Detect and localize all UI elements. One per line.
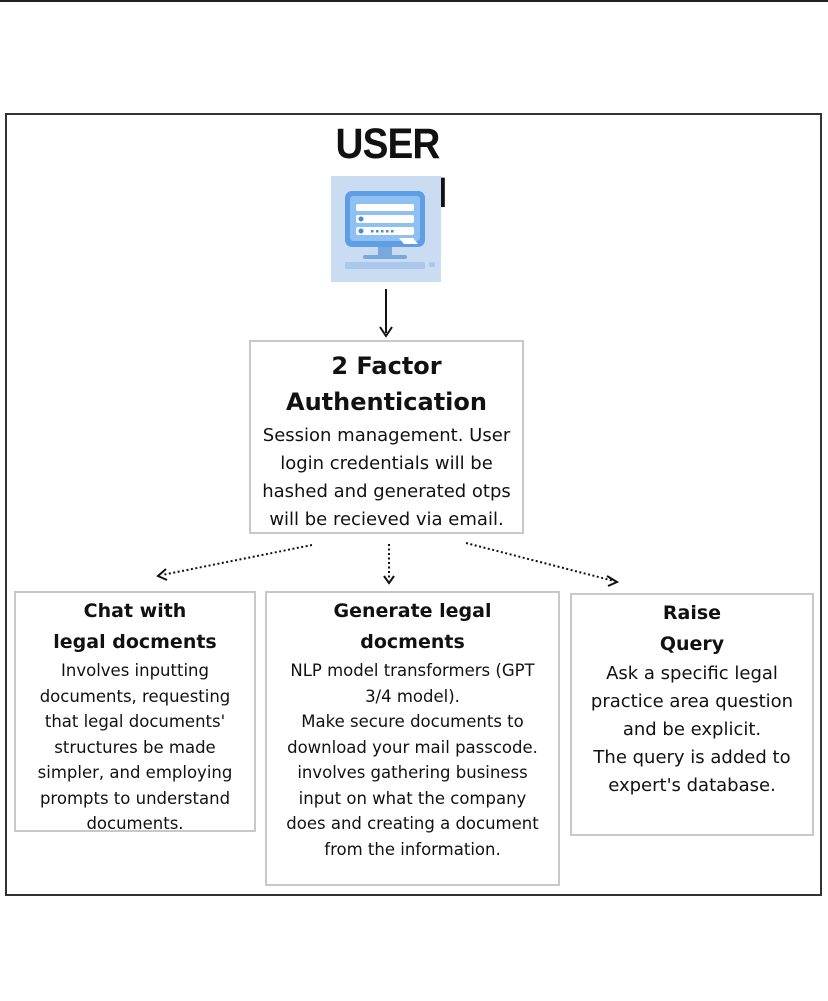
chat-legal-documents-box: Chat with legal docments Involves inputt… — [14, 591, 256, 833]
generate-title: Generate legal docments — [267, 596, 558, 658]
chat-desc-line: documents, requesting — [39, 686, 231, 706]
query-title-line: Raise — [662, 602, 722, 624]
auth-desc-line: login credentials will be — [280, 453, 493, 474]
chat-title-line: Chat with — [83, 600, 187, 622]
raise-query-box: Raise Query Ask a specific legal practic… — [570, 593, 814, 836]
query-description: Ask a specific legal practice area quest… — [572, 660, 812, 800]
chat-desc-line: that legal documents' — [44, 712, 226, 731]
auth-title-line: 2 Factor — [331, 352, 442, 380]
query-desc-line: and be explicit. — [622, 719, 762, 740]
diagram-frame — [5, 113, 822, 896]
chat-description: Involves inputting documents, requesting… — [16, 658, 254, 837]
generate-desc-line: from the information. — [324, 839, 501, 859]
top-rule — [0, 0, 828, 2]
chat-desc-line: documents. — [86, 814, 184, 833]
generate-title-line: Generate legal — [333, 600, 492, 622]
query-desc-line: The query is added to — [593, 747, 791, 768]
generate-title-line: docments — [360, 631, 465, 653]
generate-desc-line: download your mail passcode. — [287, 737, 538, 757]
generate-desc-line: 3/4 model). — [365, 686, 460, 706]
generate-desc-line: involves gathering business — [297, 763, 528, 782]
chat-desc-line: structures be made — [54, 737, 216, 757]
generate-desc-line: Make secure documents to — [301, 712, 524, 731]
auth-desc-line: hashed and generated otps — [262, 481, 511, 502]
generate-desc-line: does and creating a document — [286, 814, 539, 833]
generate-desc-line: input on what the company — [298, 788, 527, 808]
chat-desc-line: prompts to understand — [39, 788, 231, 808]
chat-title: Chat with legal docments — [16, 596, 254, 658]
query-desc-line: expert's database. — [608, 775, 776, 796]
query-desc-line: practice area question — [590, 691, 794, 712]
auth-title: 2 Factor Authentication — [251, 348, 522, 420]
two-factor-auth-box: 2 Factor Authentication Session manageme… — [249, 340, 524, 534]
auth-desc-line: Session management. User — [262, 425, 511, 446]
auth-description: Session management. User login credentia… — [251, 422, 522, 534]
auth-desc-line: will be recieved via email. — [269, 509, 504, 530]
query-title: Raise Query — [572, 598, 812, 660]
chat-desc-line: simpler, and employing — [37, 763, 233, 782]
chat-desc-line: Involves inputting — [61, 661, 209, 680]
generate-description: NLP model transformers (GPT 3/4 model). … — [267, 658, 558, 862]
query-desc-line: Ask a specific legal — [606, 663, 778, 684]
auth-title-line: Authentication — [286, 388, 487, 416]
query-title-line: Query — [659, 633, 725, 655]
chat-title-line: legal docments — [53, 631, 217, 653]
generate-desc-line: NLP model transformers (GPT — [290, 661, 535, 680]
login-computer-icon — [331, 176, 441, 282]
generate-legal-documents-box: Generate legal docments NLP model transf… — [265, 591, 560, 886]
